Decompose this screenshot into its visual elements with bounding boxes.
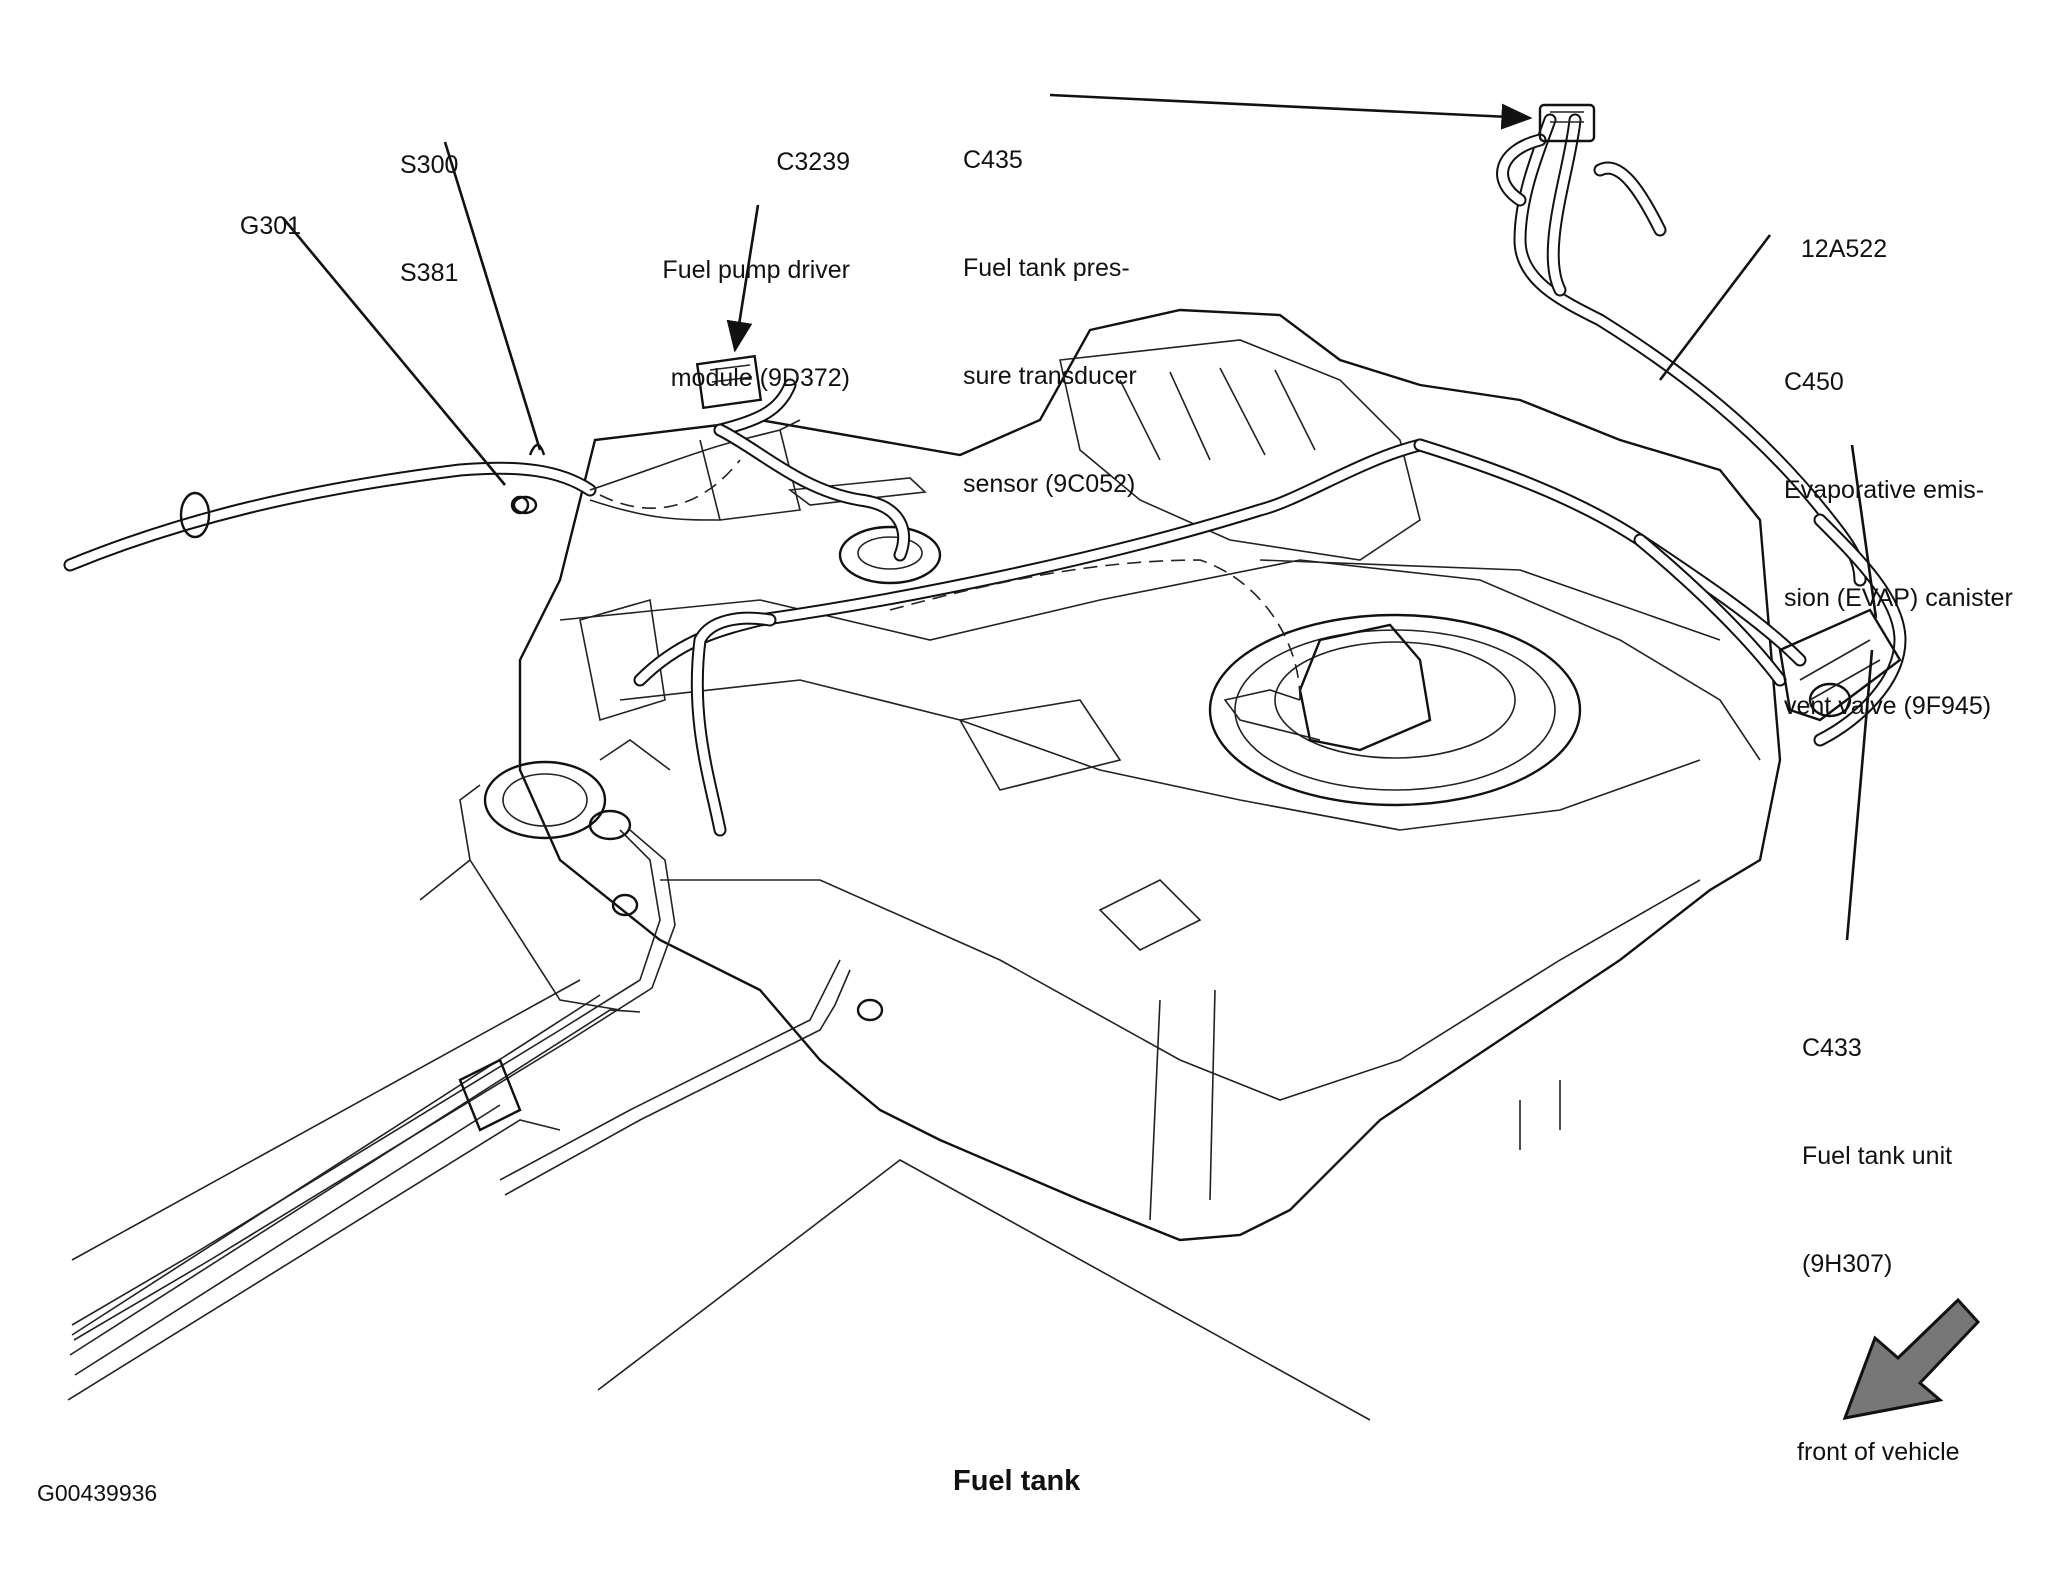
wiring-harness-cross [633,438,1807,837]
figure-title: Fuel tank [953,1465,1081,1497]
callout-description: Fuel tank pres- [963,254,1130,282]
fuel-pump-module [1208,613,1582,807]
callout-leaders [282,93,1878,941]
callout-s300-s381: S300 S381 [400,75,458,327]
callout-description: Fuel tank unit [1802,1142,1953,1170]
floor-lines [67,784,1371,1421]
frame-lines [71,829,884,1341]
callout-12a522: 12A522 [1787,195,1887,267]
evap-vent-valve [1778,608,1902,722]
callout-code: G301 [239,212,302,240]
fuel-filter [483,739,671,841]
callout-description: module (9D372) [670,364,850,392]
callout-description: sion (EVAP) canister [1784,584,2013,612]
front-of-vehicle-label: front of vehicle [1797,1438,1960,1466]
callout-code: S300 [400,151,459,179]
callout-code: C450 [1784,368,1844,396]
callout-c433: C433 Fuel tank unit (9H307) [1802,958,1952,1318]
harness-to-driver-module [695,354,911,562]
callout-code: C433 [1802,1034,1862,1062]
callout-description: sure transducer [963,362,1137,390]
callout-description: Evaporative emis- [1784,476,1985,504]
wiring-harness-main [63,419,801,572]
callout-code: S381 [400,259,459,287]
callout-c450: C450 Evaporative emis- sion (EVAP) canis… [1784,292,2013,760]
fuel-tank-body [518,308,1782,1242]
callout-description: (9H307) [1802,1250,1893,1278]
callout-description: Fuel pump driver [662,256,850,284]
callout-code: C435 [963,146,1023,174]
callout-description: sensor (9C052) [963,470,1136,498]
callout-g301: G301 [226,172,301,244]
wiring-harness-right [1496,103,1907,747]
callout-description: vent valve (9F945) [1784,692,1992,720]
callout-c3239: C3239 Fuel pump driver module (9D372) [600,72,850,432]
callout-code: C3239 [776,148,850,176]
callout-c435: C435 Fuel tank pres- sure transducer sen… [963,70,1137,538]
filler-grommet [787,477,942,585]
figure-id: G00439936 [37,1480,158,1506]
front-of-vehicle-arrow-icon [1842,1297,1981,1420]
callout-code: 12A522 [1800,235,1888,263]
